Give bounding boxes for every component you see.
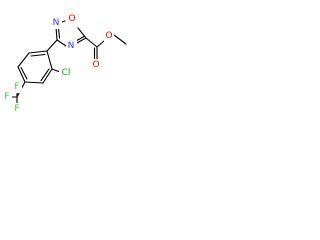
bond-aryl-c4-c5-double-line: [20, 66, 28, 80]
atom-ring-oxygen-label: O: [68, 14, 75, 24]
bond-ring-o1-n2: [61, 20, 66, 23]
atom-fluorine-bottom-label: F: [14, 104, 19, 114]
bond-ring-n4-c5-double-line: [75, 35, 85, 42]
bond-layer: [9, 20, 127, 107]
bond-aryl-c2-c3: [42, 68, 53, 84]
bond-aryl-c2-c3-double-line: [40, 68, 50, 82]
bond-ring-n2-c3-double-line: [57, 27, 61, 39]
atom-ring-nitrogen-top-label: N: [53, 18, 60, 28]
atom-carbonyl-oxygen-label: O: [92, 60, 99, 70]
atom-fluorine-left: F: [2, 91, 12, 103]
atom-fluorine-left-backdrop: [2, 91, 12, 103]
atom-ring-oxygen-backdrop: [67, 13, 77, 25]
bond-carbonyl-carbon-ring-carbon: [85, 37, 98, 48]
atom-ring-oxygen: O: [67, 13, 77, 25]
bond-ring-c5-o1: [77, 27, 87, 39]
atom-fluorine-top-backdrop: [12, 81, 22, 93]
atom-fluorine-bottom: F: [12, 103, 22, 115]
molecule-structure-diagram: O N N O O Cl F: [2, 13, 127, 115]
atom-chlorine-backdrop: [59, 67, 73, 79]
bond-aryl-c1-c2: [46, 50, 53, 70]
atom-ring-nitrogen-bottom-backdrop: [66, 40, 77, 52]
atom-ring-nitrogen-top: N: [51, 17, 62, 29]
bond-ring-n2-c3: [55, 26, 58, 41]
atom-fluorine-left-label: F: [4, 92, 9, 102]
bond-aryl-c4-c5: [17, 66, 26, 83]
bond-aryl-c2-chlorine: [51, 68, 61, 73]
bond-ring-c3-n4: [56, 39, 67, 47]
bond-aryl-c3-c4: [24, 81, 44, 84]
atom-ring-nitrogen-top-backdrop: [51, 17, 62, 29]
atom-fluorine-top-label: F: [14, 82, 19, 92]
atom-ring-nitrogen-bottom: N: [66, 40, 77, 52]
atom-ring-nitrogen-bottom-label: N: [68, 41, 75, 51]
atom-carbonyl-oxygen: O: [91, 59, 101, 71]
atom-carbonyl-oxygen-backdrop: [91, 59, 101, 71]
atom-chlorine-label: Cl: [62, 68, 71, 78]
bond-aryl-c5-c6: [17, 52, 30, 68]
atom-fluorine-top: F: [12, 81, 22, 93]
atom-ester-oxygen-label: O: [105, 31, 112, 41]
atom-chlorine: Cl: [59, 67, 73, 79]
atom-label-layer: O N N O O Cl F: [2, 13, 114, 115]
bond-aryl-c6-c1-double-line: [30, 53, 46, 57]
atom-ester-oxygen-backdrop: [104, 30, 114, 42]
bond-methyl-oxygen: [113, 34, 127, 45]
bond-ring-c3-aryl-c1: [46, 39, 58, 52]
bond-ester-oxygen-carbonyl-carbon: [96, 40, 105, 48]
bond-aryl-c6-c1: [28, 50, 48, 54]
atom-ester-oxygen: O: [104, 30, 114, 42]
atom-fluorine-bottom-backdrop: [12, 103, 22, 115]
